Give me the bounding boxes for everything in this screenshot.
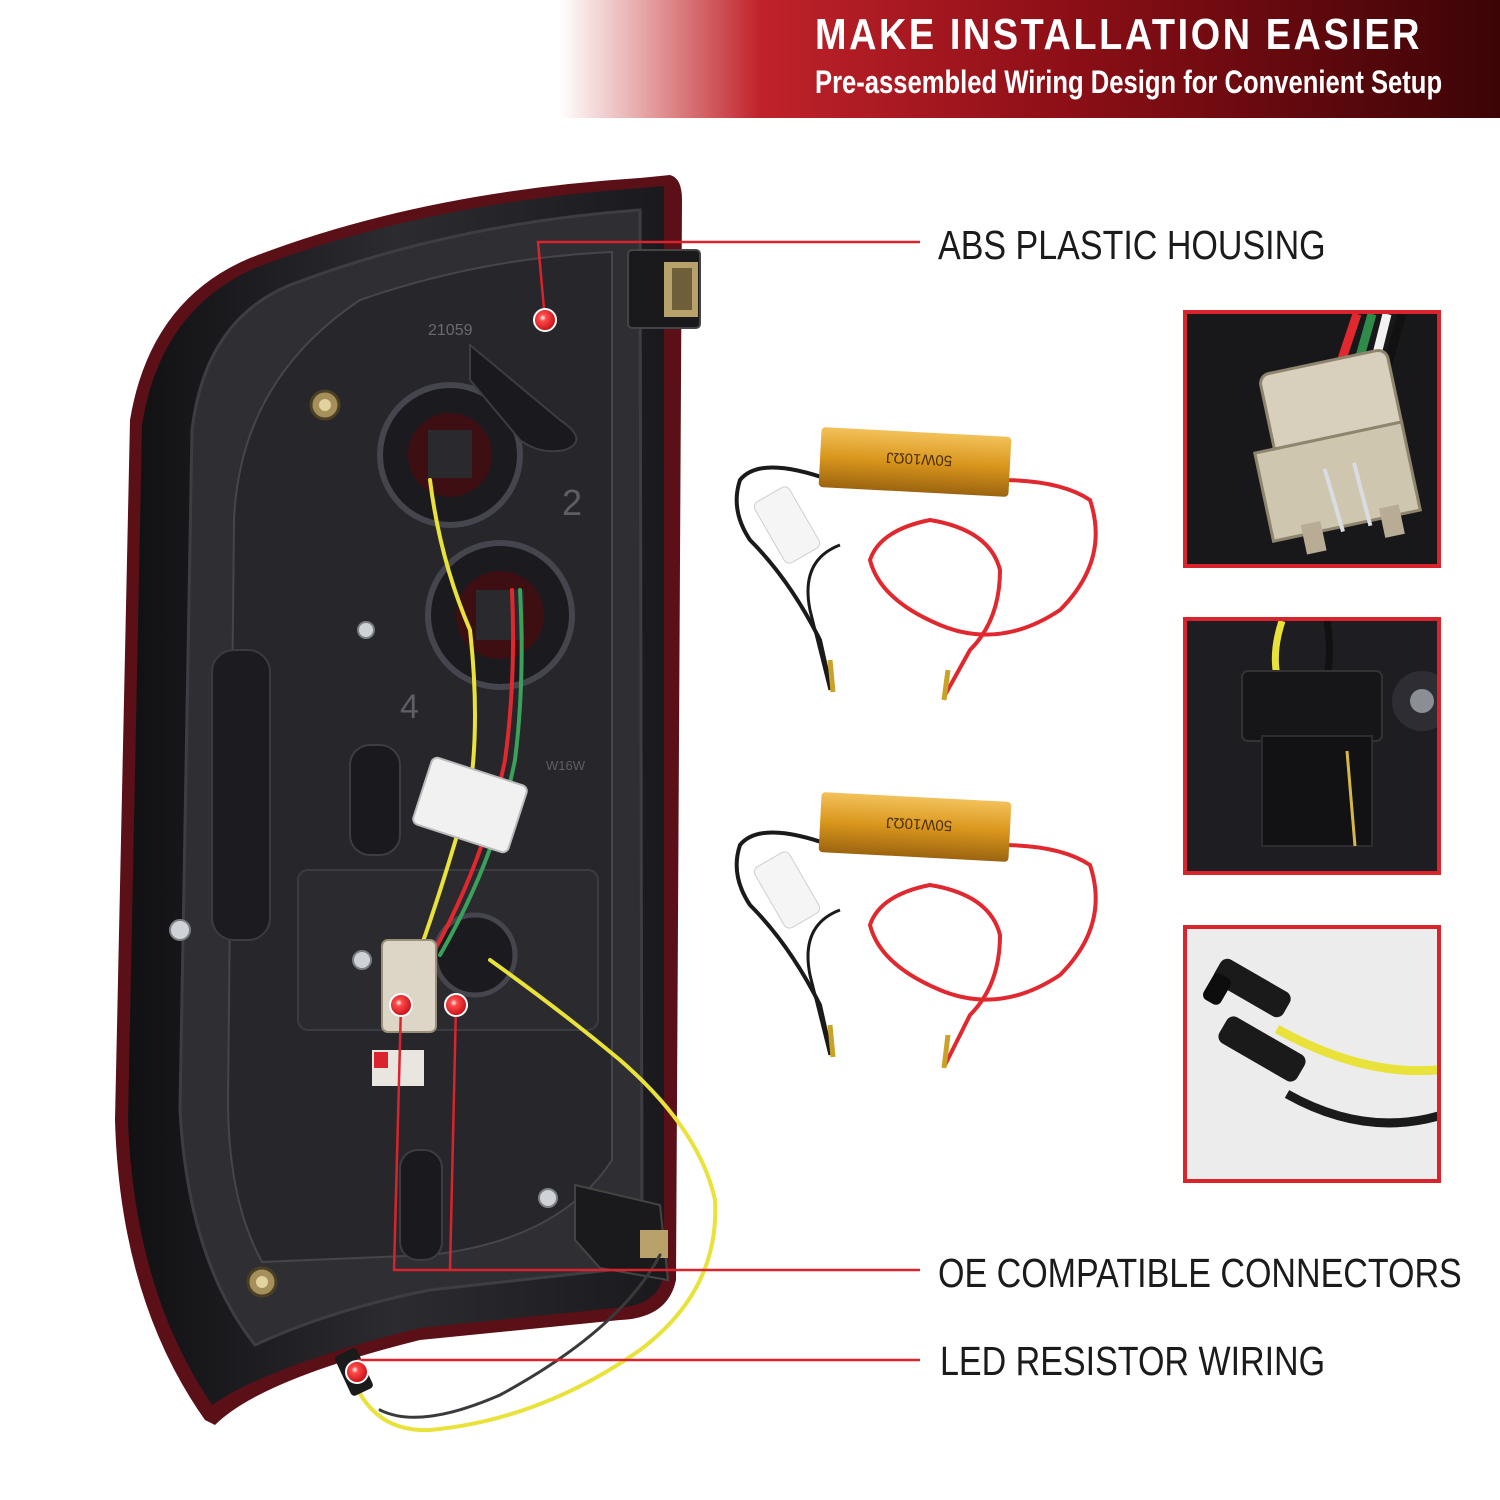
socket-number-2: 2 xyxy=(562,482,582,523)
bulb-socket-photo xyxy=(1187,621,1437,871)
connectors-callout-line-2 xyxy=(448,1004,458,1271)
detail-panel-plug-connector xyxy=(1183,310,1441,568)
detail-panel-bulb-socket xyxy=(1183,617,1441,875)
resistor-label-1: 50W10ΩJ xyxy=(886,448,953,468)
red-dot-marker-icon xyxy=(345,1360,369,1384)
socket-number-4: 4 xyxy=(400,688,419,726)
banner-subtitle: Pre-assembled Wiring Design for Convenie… xyxy=(815,64,1443,100)
banner-title: MAKE INSTALLATION EASIER xyxy=(815,10,1423,59)
callout-abs-plastic-housing: ABS PLASTIC HOUSING xyxy=(938,222,1326,268)
red-dot-markers xyxy=(345,308,557,1384)
resistor-label-2: 50W10ΩJ xyxy=(886,813,953,833)
lamp-wiring xyxy=(335,478,718,1433)
wire-terminals-photo xyxy=(1187,929,1437,1179)
housing-callout-line xyxy=(536,240,920,321)
connectors-callout-line xyxy=(392,1004,920,1272)
bulb-type-mark: W16W xyxy=(546,758,586,773)
callout-lines xyxy=(357,240,920,1362)
callout-led-resistor-wiring: LED RESISTOR WIRING xyxy=(940,1338,1326,1384)
resistor-harness-2: 50W10ΩJ xyxy=(734,792,1098,1069)
header-banner: MAKE INSTALLATION EASIER Pre-assembled W… xyxy=(0,0,1500,118)
red-dot-marker-icon xyxy=(533,308,557,332)
detail-panel-wire-terminals xyxy=(1183,925,1441,1183)
plug-connector-photo xyxy=(1187,314,1437,564)
red-dot-marker-icon xyxy=(389,993,413,1017)
lamp-housing: 21059 2 4 W16W xyxy=(115,175,701,1425)
callout-oe-compatible-connectors: OE COMPATIBLE CONNECTORS xyxy=(938,1250,1462,1296)
resistor-harness-1: 50W10ΩJ xyxy=(734,427,1098,701)
red-dot-marker-icon xyxy=(444,993,468,1017)
housing-part-code: 21059 xyxy=(428,322,473,339)
